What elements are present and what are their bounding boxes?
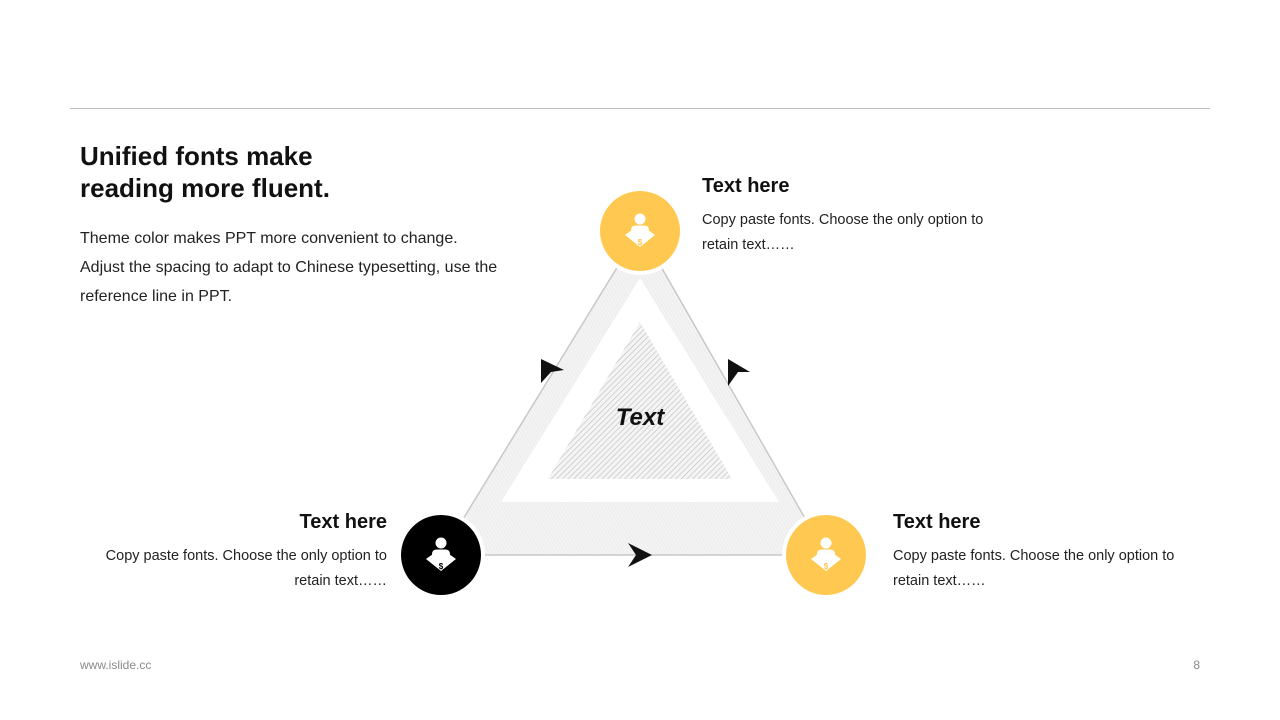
- node-right-desc-line-1: Copy paste fonts. Choose the only option…: [893, 548, 1175, 564]
- intro-line-1: Theme color makes PPT more convenient to…: [80, 230, 458, 247]
- arrow-bottom-right: [628, 543, 652, 567]
- headline-line-1: Unified fonts make: [80, 141, 313, 171]
- node-right-desc: Copy paste fonts. Choose the only option…: [893, 544, 1193, 594]
- footer-url[interactable]: www.islide.cc: [80, 658, 152, 672]
- slide-headline: Unified fonts make reading more fluent.: [80, 140, 400, 204]
- intro-line-2: Adjust the spacing to adapt to Chinese t…: [80, 259, 498, 276]
- arrow-right-up: [728, 359, 750, 386]
- intro-line-3: reference line in PPT.: [80, 288, 233, 305]
- node-right: $: [782, 511, 870, 599]
- arrow-left-down: [541, 359, 564, 383]
- node-right-desc-line-2: retain text……: [893, 573, 986, 589]
- node-top-desc-line-2: retain text……: [702, 237, 795, 253]
- node-top-desc-line-1: Copy paste fonts. Choose the only option…: [702, 212, 984, 228]
- node-left-desc-line-1: Copy paste fonts. Choose the only option…: [105, 548, 387, 564]
- node-top-desc: Copy paste fonts. Choose the only option…: [702, 208, 1002, 258]
- svg-text:$: $: [638, 238, 643, 247]
- node-top: $: [596, 187, 684, 275]
- center-label: Text: [615, 404, 665, 431]
- page-number: 8: [1193, 658, 1200, 672]
- headline-line-2: reading more fluent.: [80, 173, 330, 203]
- node-left-desc: Copy paste fonts. Choose the only option…: [87, 544, 387, 594]
- svg-text:$: $: [439, 562, 444, 571]
- center-triangle: [548, 322, 732, 479]
- node-left-text: Text here Copy paste fonts. Choose the o…: [87, 510, 387, 594]
- node-top-text: Text here Copy paste fonts. Choose the o…: [702, 174, 1002, 258]
- node-top-title: Text here: [702, 175, 790, 197]
- intro-paragraph: Theme color makes PPT more convenient to…: [80, 224, 520, 311]
- node-left-title: Text here: [299, 511, 387, 533]
- node-left: $: [397, 511, 485, 599]
- header-divider: [70, 108, 1210, 109]
- node-right-title: Text here: [893, 511, 981, 533]
- node-left-desc-line-2: retain text……: [294, 573, 387, 589]
- node-right-text: Text here Copy paste fonts. Choose the o…: [893, 510, 1193, 594]
- svg-text:$: $: [824, 562, 829, 571]
